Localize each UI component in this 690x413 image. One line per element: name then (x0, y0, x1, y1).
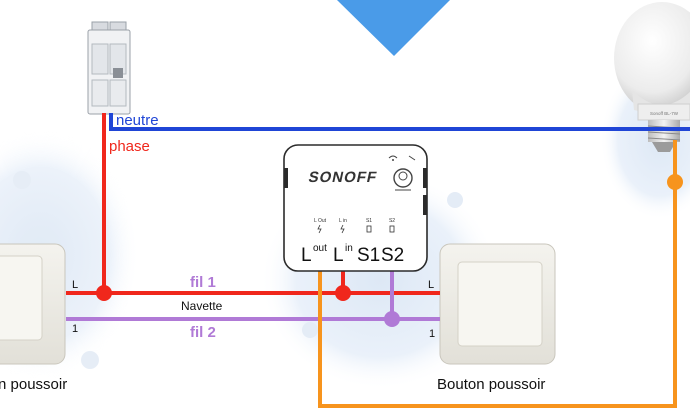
lin-junction-dot (335, 285, 351, 301)
terminal-lout-main: L (301, 245, 312, 266)
terminal-lin-main: L (333, 245, 344, 266)
push-button-left (0, 243, 66, 365)
left-terminal-1: 1 (72, 323, 78, 335)
right-button-caption: Bouton poussoir (437, 376, 545, 393)
terminal-small-lin: L in (339, 218, 347, 224)
terminal-small-s2: S2 (389, 218, 395, 224)
left-button-caption: n poussoir (0, 376, 67, 393)
light-sensor-icon (393, 168, 413, 191)
down-arrow-icon (337, 0, 450, 56)
fil1-label: fil 1 (190, 274, 216, 291)
terminal-lout-sup: out (313, 243, 327, 254)
output-wire (318, 140, 677, 408)
bulb-label: Sonoff BL-7W (650, 111, 679, 116)
phase-label: phase (109, 138, 150, 155)
terminal-s1: S1 (357, 245, 380, 266)
terminal-small-s1: S1 (366, 218, 372, 224)
terminal-small-lout: L Out (314, 218, 327, 224)
wifi-signal-icon (388, 155, 398, 161)
neutre-label: neutre (116, 112, 159, 129)
push-button-right (439, 243, 556, 365)
phase-junction-dot (96, 285, 112, 301)
s2-junction-dot (384, 311, 400, 327)
fil2-label: fil 2 (190, 324, 216, 341)
sonoff-brand: SONOFF (307, 169, 379, 186)
right-terminal-1: 1 (429, 328, 435, 340)
terminal-s2: S2 (381, 245, 404, 266)
bulb-junction-dot (667, 174, 683, 190)
light-bulb-icon: Sonoff BL-7W (614, 2, 690, 152)
navette-label: Navette (181, 299, 223, 313)
sonoff-module: SONOFF L Out L in S1 S2 L out L in S1 S2 (283, 144, 428, 272)
circuit-breaker-icon (87, 21, 131, 115)
terminal-lin-sup: in (345, 243, 353, 254)
right-terminal-l: L (428, 279, 434, 291)
left-terminal-l: L (72, 279, 78, 291)
